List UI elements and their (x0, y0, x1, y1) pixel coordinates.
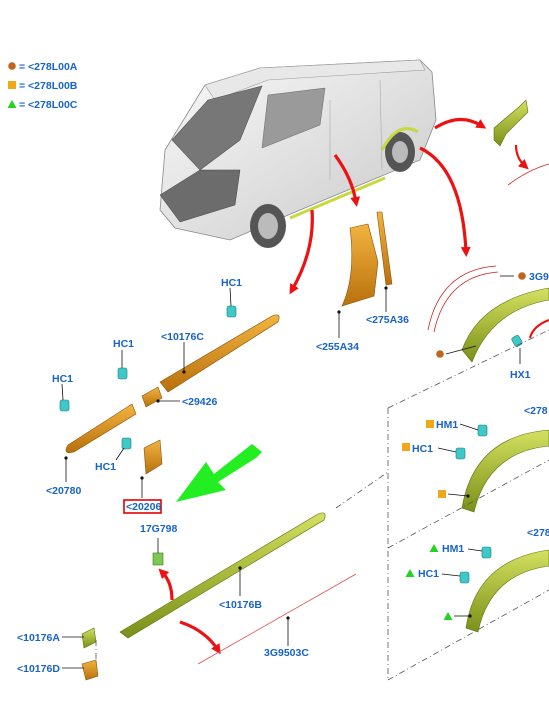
label-20780[interactable]: <20780 (46, 485, 81, 497)
legend-triangle-icon (7, 100, 17, 108)
label-hc1-top[interactable]: HC1 (221, 277, 242, 289)
legend-item-a: = <278L00A (19, 61, 78, 73)
moulding-20780 (65, 403, 137, 453)
label-3g9503c[interactable]: 3G9503C (264, 647, 309, 659)
right-markers (402, 272, 526, 620)
green-pointer-arrow (176, 444, 262, 502)
arrow-to-pillar (333, 154, 361, 207)
label-hx1[interactable]: HX1 (510, 369, 531, 381)
arrow-up-clip (158, 568, 174, 601)
legend-square-icon (8, 81, 16, 89)
clip-17g798 (152, 552, 164, 566)
clip-hc1-sq (455, 447, 466, 460)
arch-rear-upper (461, 287, 549, 363)
clip-hc1-tri (459, 571, 470, 584)
marker-triangle-hc1-icon (405, 569, 415, 577)
red-arrows (158, 117, 549, 655)
label-10176b[interactable]: <10176B (219, 599, 262, 611)
label-hc1-sq[interactable]: HC1 (412, 443, 433, 455)
marker-square-arch-icon (438, 490, 446, 498)
arrow-to-upper-right (434, 117, 487, 130)
arch-outline-red-2 (433, 271, 499, 333)
front-mouldings (65, 211, 393, 475)
moulding-29426 (141, 386, 163, 408)
legend: = <278L00A = <278L00B = <278L00C (7, 61, 78, 111)
label-hc1-mid[interactable]: HC1 (113, 338, 134, 350)
label-29426[interactable]: <29426 (182, 396, 217, 408)
label-278-lower[interactable]: <278 (527, 527, 549, 539)
clip-hc1-left (59, 399, 70, 412)
marker-circle-3g9-icon (518, 272, 526, 280)
arrow-to-arch (419, 146, 471, 257)
arch-tri (465, 549, 549, 633)
clip-hm1-tri (481, 546, 492, 559)
label-3g9[interactable]: 3G9 (529, 271, 549, 283)
arrow-to-moulding (289, 209, 314, 295)
upper-right-outline (507, 163, 549, 186)
label-255a34[interactable]: <255A34 (316, 341, 359, 353)
pillar-275a36 (376, 211, 393, 286)
label-hc1-low[interactable]: HC1 (95, 461, 116, 473)
wheel-arches (427, 99, 549, 633)
marker-circle-arch-icon (436, 350, 444, 358)
moulding-10176c (159, 314, 280, 393)
label-10176c[interactable]: <10176C (161, 331, 204, 343)
clip-hc1-top (226, 305, 237, 318)
clip-hc1-mid (117, 367, 128, 380)
label-10176a[interactable]: <10176A (17, 632, 60, 644)
highlight-box-20206 (123, 499, 162, 514)
legend-circle-icon (8, 62, 16, 70)
legend-item-c: = <278L00C (19, 99, 78, 111)
clip-hm1-sq (477, 424, 488, 437)
arrow-right-mid (528, 318, 549, 339)
marker-square-hc1-icon (402, 443, 410, 451)
label-hm1-tri[interactable]: HM1 (442, 543, 464, 555)
arrow-right-small (514, 144, 529, 170)
part-10176a (81, 627, 97, 649)
part-labels: HC1 <10176C HC1 HC1 <29426 <255A34 <275A… (17, 271, 549, 675)
leader-lines (61, 275, 521, 669)
pillar-255a34 (341, 223, 379, 307)
sill-line-3g9503c (197, 573, 357, 665)
van-illustration (159, 59, 437, 248)
label-hc1-tri[interactable]: HC1 (418, 568, 439, 580)
label-278-upper[interactable]: <278 (524, 405, 548, 417)
marker-triangle-arch-icon (443, 612, 453, 620)
clip-hc1-low (121, 437, 132, 450)
legend-item-b: = <278L00B (19, 80, 78, 92)
marker-triangle-hm1-icon (429, 544, 439, 552)
upper-right-bracket (493, 99, 529, 147)
label-10176d[interactable]: <10176D (17, 663, 60, 675)
label-hm1-sq[interactable]: HM1 (436, 419, 458, 431)
part-10176d (81, 659, 99, 681)
arch-sq (461, 429, 549, 513)
arch-outline-red (427, 265, 497, 331)
label-hc1-left[interactable]: HC1 (52, 373, 73, 385)
sill-moulding-10176b (119, 512, 326, 639)
moulding-20206 (143, 439, 163, 475)
marker-square-hm1-icon (426, 420, 434, 428)
label-275a36[interactable]: <275A36 (366, 314, 409, 326)
dashed-separators (95, 329, 549, 681)
arrow-to-sill (179, 620, 221, 655)
sill-mouldings (81, 512, 357, 681)
label-17g798[interactable]: 17G798 (140, 523, 178, 535)
label-20206[interactable]: <20206 (126, 501, 161, 513)
